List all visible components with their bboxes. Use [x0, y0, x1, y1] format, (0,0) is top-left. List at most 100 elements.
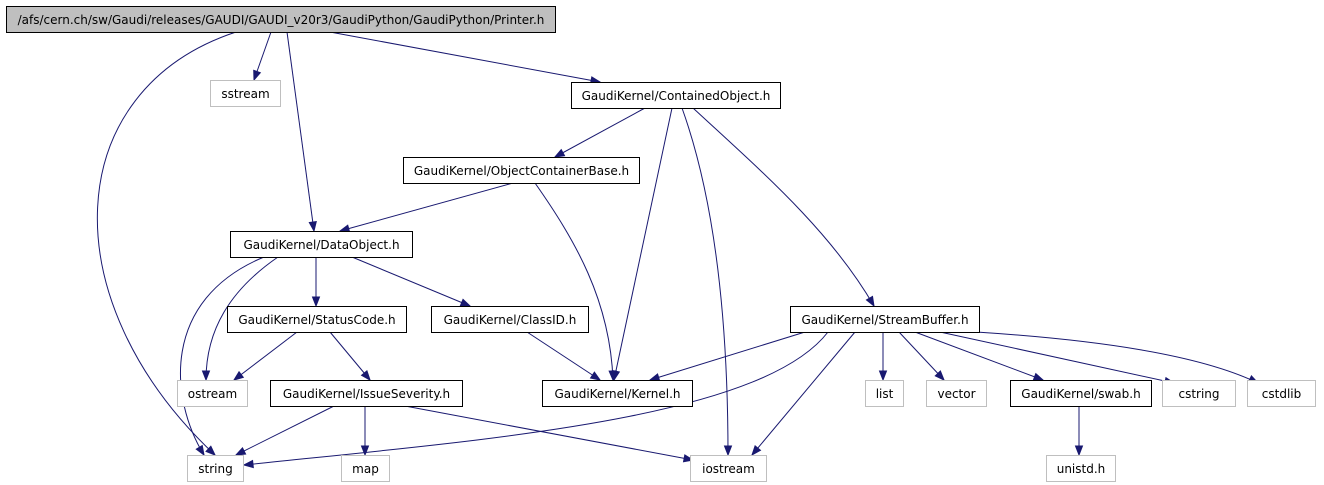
arrowhead-icon	[232, 370, 245, 381]
node-string: string	[187, 455, 244, 482]
node-box	[690, 455, 767, 482]
edge-swab-to-unistd	[1074, 406, 1084, 457]
arrowhead-icon	[1074, 445, 1084, 457]
arrowhead-icon	[934, 370, 945, 382]
edge-line	[233, 331, 298, 381]
arrowhead-icon	[242, 459, 254, 469]
node-map: map	[341, 455, 390, 482]
edge-streambuf-to-swab	[914, 331, 1045, 381]
arrowhead-icon	[201, 370, 211, 382]
edge-line	[329, 331, 371, 381]
edge-printer-to-sstream	[253, 31, 272, 82]
edge-streambuf-to-iostream	[751, 331, 856, 457]
node-box	[177, 380, 248, 407]
node-kernel[interactable]: GaudiKernel/Kernel.h	[542, 380, 693, 407]
node-label: /afs/cern.ch/sw/Gaudi/releases/GAUDI/GAU…	[18, 13, 545, 27]
edge-contained-to-streambuf	[692, 107, 875, 308]
edge-streambuf-to-cstdlib	[975, 331, 1260, 384]
node-contained[interactable]: GaudiKernel/ContainedObject.h	[571, 82, 781, 109]
node-label: cstring	[1178, 387, 1219, 401]
node-label: GaudiKernel/swab.h	[1021, 387, 1140, 401]
node-box	[210, 80, 281, 107]
edge-line	[205, 256, 279, 381]
node-objcont[interactable]: GaudiKernel/ObjectContainerBase.h	[403, 157, 640, 184]
node-statuscode[interactable]: GaudiKernel/StatusCode.h	[227, 306, 407, 333]
arrowhead-icon	[338, 224, 351, 233]
edge-dataobj-to-classid	[351, 256, 472, 307]
node-box	[187, 455, 244, 482]
arrowhead-icon	[1032, 372, 1045, 381]
arrowhead-icon	[589, 371, 602, 381]
edge-objcont-to-kernel	[534, 182, 617, 382]
edge-line	[526, 331, 601, 381]
node-iostream: iostream	[690, 455, 767, 482]
edge-dataobj-to-statuscode	[311, 257, 321, 308]
node-box	[431, 306, 589, 333]
node-box	[926, 380, 987, 407]
node-label: list	[876, 387, 894, 401]
edge-streambuf-to-string	[242, 331, 829, 469]
edges-layer	[96, 31, 1260, 469]
node-streambuf[interactable]: GaudiKernel/StreamBuffer.h	[790, 306, 980, 333]
arrowhead-icon	[205, 445, 217, 456]
arrowhead-icon	[648, 373, 661, 382]
node-label: GaudiKernel/ContainedObject.h	[582, 89, 771, 103]
edge-contained-to-kernel	[611, 107, 673, 382]
arrowhead-icon	[865, 295, 875, 308]
edge-streambuf-to-cstring	[939, 331, 1176, 386]
edge-statuscode-to-issue	[329, 331, 371, 382]
node-cstring: cstring	[1162, 380, 1236, 407]
node-cstdlib: cstdlib	[1247, 380, 1316, 407]
edge-issue-to-string	[234, 405, 335, 456]
node-list: list	[865, 380, 904, 407]
edge-line	[554, 107, 646, 158]
edge-streambuf-to-kernel	[648, 331, 806, 382]
node-label: string	[198, 462, 232, 476]
node-label: sstream	[221, 87, 269, 101]
node-issue[interactable]: GaudiKernel/IssueSeverity.h	[270, 380, 463, 407]
node-label: unistd.h	[1057, 462, 1106, 476]
arrowhead-icon	[234, 446, 247, 456]
edge-line	[692, 107, 875, 307]
edge-line	[179, 256, 265, 456]
arrowhead-icon	[360, 369, 371, 382]
node-box	[1046, 455, 1116, 482]
arrowhead-icon	[360, 445, 370, 457]
edge-classid-to-kernel	[526, 331, 602, 381]
node-box	[270, 380, 463, 407]
node-unistd: unistd.h	[1046, 455, 1116, 482]
edge-printer-to-dataobj	[286, 31, 317, 233]
edge-line	[329, 31, 601, 83]
node-ostream: ostream	[177, 380, 248, 407]
edge-dataobj-to-string	[179, 256, 265, 457]
edge-contained-to-objcont	[553, 107, 646, 158]
node-classid[interactable]: GaudiKernel/ClassID.h	[431, 306, 589, 333]
node-label: iostream	[702, 462, 755, 476]
edge-line	[534, 182, 614, 381]
node-vector: vector	[926, 380, 987, 407]
arrowhead-icon	[553, 148, 566, 158]
arrowhead-icon	[723, 445, 733, 457]
node-label: map	[352, 462, 379, 476]
node-dataobj[interactable]: GaudiKernel/DataObject.h	[230, 231, 413, 258]
node-printer[interactable]: /afs/cern.ch/sw/Gaudi/releases/GAUDI/GAU…	[6, 6, 556, 33]
edge-printer-to-contained	[329, 31, 602, 85]
node-box	[790, 306, 980, 333]
edge-line	[613, 107, 673, 381]
arrowhead-icon	[459, 298, 472, 307]
node-box	[227, 306, 407, 333]
edge-statuscode-to-ostream	[232, 331, 298, 381]
edge-line	[235, 405, 335, 456]
node-swab[interactable]: GaudiKernel/swab.h	[1010, 380, 1152, 407]
edge-issue-to-map	[360, 406, 370, 457]
edge-line	[751, 331, 856, 456]
node-label: GaudiKernel/IssueSeverity.h	[283, 387, 450, 401]
edge-issue-to-iostream	[404, 405, 695, 463]
edge-line	[243, 331, 829, 466]
node-box	[865, 380, 904, 407]
edge-streambuf-to-list	[878, 332, 888, 382]
node-box	[571, 82, 781, 109]
arrowhead-icon	[253, 69, 262, 82]
arrowhead-icon	[195, 444, 205, 457]
